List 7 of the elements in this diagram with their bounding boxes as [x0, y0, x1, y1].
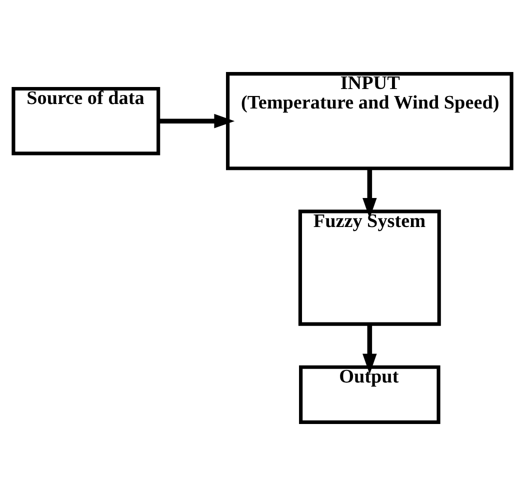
node-box: Output — [299, 364, 440, 424]
node-box: Source of data — [12, 86, 160, 155]
arrow — [158, 113, 235, 128]
node-box: INPUT (Temperature and Wind Speed) — [226, 72, 514, 170]
arrow — [362, 324, 377, 374]
arrow — [362, 168, 377, 218]
node-box: Fuzzy System — [298, 209, 441, 326]
